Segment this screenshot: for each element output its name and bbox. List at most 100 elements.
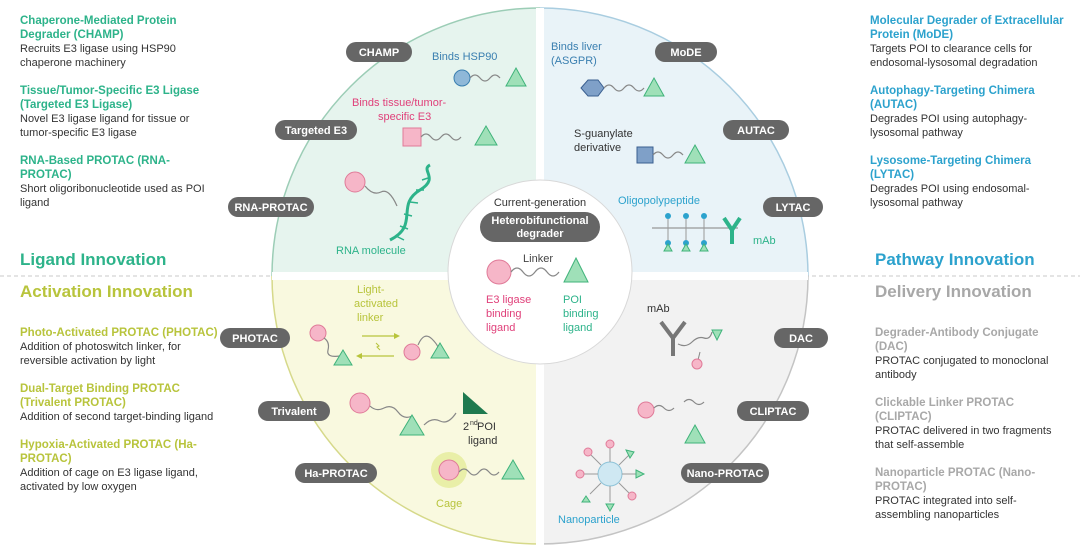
pill-trivalent[interactable]: Trivalent — [258, 401, 330, 421]
center-poi-ligand — [563, 256, 589, 283]
category-delivery: Delivery Innovation — [875, 282, 1032, 301]
svg-text:MoDE: MoDE — [670, 47, 701, 59]
entry-desc: Degrades POI using endosomal-lysosomal p… — [870, 183, 1030, 209]
center-linker-label: Linker — [523, 253, 553, 265]
center-poi-line3: ligand — [563, 322, 592, 334]
entry-desc: PROTAC conjugated to monoclonal antibody — [875, 355, 1049, 381]
label-light-2: activated — [354, 298, 398, 310]
autac-linker — [652, 151, 684, 159]
category-ligand: Ligand Innovation — [20, 250, 167, 269]
photac-e3-ligand-off — [309, 324, 327, 342]
svg-text:DAC: DAC — [789, 333, 813, 345]
s-guanylate-icon — [636, 146, 654, 164]
rna-linker — [364, 185, 398, 207]
label-poi2-sup: nd — [470, 420, 478, 427]
pill-lytac[interactable]: LYTAC — [763, 197, 823, 217]
svg-text:Targeted E3: Targeted E3 — [285, 125, 347, 137]
center-e3-line2: binding — [486, 308, 521, 320]
quadrant-activation — [271, 276, 540, 545]
label-oligopolypeptide: Oligopolypeptide — [618, 195, 700, 207]
pill-autac[interactable]: AUTAC — [723, 120, 789, 140]
pill-rna-protac[interactable]: RNA-PROTAC — [228, 197, 314, 217]
center-current-label: Current-generation — [494, 197, 586, 209]
cliptac-poi-ligand — [684, 423, 706, 444]
label-mab-top: mAb — [753, 235, 776, 247]
entry-desc: Recruits E3 ligase using HSP90 chaperone… — [20, 43, 176, 69]
cliptac-linker-1 — [653, 404, 675, 412]
svg-text:CHAMP: CHAMP — [359, 47, 399, 59]
cliptac-linker-2 — [683, 398, 705, 406]
category-pathway: Pathway Innovation — [875, 250, 1035, 269]
pill-targeted-e3[interactable]: Targeted E3 — [275, 120, 357, 140]
entry-title: Nanoparticle PROTAC (Nano-PROTAC) — [875, 467, 1036, 493]
targeted-e3-poi-ligand — [474, 125, 498, 146]
entry-desc: PROTAC delivered in two fragments that s… — [875, 425, 1052, 451]
cliptac-e3-ligand — [637, 401, 655, 419]
center-poi-line2: binding — [563, 308, 598, 320]
entry-title: Autophagy-Targeting Chimera (AUTAC) — [870, 85, 1035, 111]
entry-desc: Novel E3 ligase ligand for tissue or tum… — [20, 113, 190, 139]
label-binds-hsp90: Binds HSP90 — [432, 51, 497, 63]
antibody-icon — [659, 320, 687, 356]
label-nanoparticle: Nanoparticle — [558, 514, 620, 526]
entry-title: Dual-Target Binding PROTAC (Trivalent PR… — [20, 383, 180, 409]
dac-linker — [677, 331, 713, 347]
entry-targeted-e3: Tissue/Tumor-Specific E3 Ligase (Targete… — [20, 84, 220, 140]
champ-poi-ligand — [505, 66, 527, 87]
photac-poi-ligand-off — [333, 349, 353, 366]
label-light-3: linker — [357, 312, 384, 324]
entry-trivalent: Dual-Target Binding PROTAC (Trivalent PR… — [20, 382, 220, 424]
entry-photac: Photo-Activated PROTAC (PHOTAC) Addition… — [20, 326, 220, 368]
entry-title: Chaperone-Mediated Protein Degrader (CHA… — [20, 15, 177, 41]
entry-title: Clickable Linker PROTAC (CLIPTAC) — [875, 397, 1015, 423]
trivalent-poi-ligand — [399, 414, 425, 436]
pill-mode[interactable]: MoDE — [655, 42, 717, 62]
entry-desc: Targets POI to clearance cells for endos… — [870, 43, 1038, 69]
category-activation: Activation Innovation — [20, 282, 193, 301]
entry-desc: Degrades POI using autophagy-lysosomal p… — [870, 113, 1028, 139]
entry-rna-protac: RNA-Based PROTAC (RNA-PROTAC) Short olig… — [20, 154, 220, 210]
right-top-list: Molecular Degrader of Extracellular Prot… — [870, 14, 1070, 224]
svg-text:LYTAC: LYTAC — [776, 202, 811, 214]
svg-text:CLIPTAC: CLIPTAC — [750, 406, 797, 418]
entry-title: Degrader-Antibody Conjugate (DAC) — [875, 327, 1039, 353]
champ-linker — [469, 74, 501, 82]
entry-desc: PROTAC integrated into self-assembling n… — [875, 495, 1017, 521]
svg-text:PHOTAC: PHOTAC — [232, 333, 278, 345]
ha-e3-ligand — [438, 459, 460, 481]
entry-dac: Degrader-Antibody Conjugate (DAC) PROTAC… — [875, 326, 1065, 382]
svg-text:Trivalent: Trivalent — [271, 406, 317, 418]
pill-ha-protac[interactable]: Ha-PROTAC — [295, 463, 377, 483]
center-pill-line1: Heterobifunctional — [491, 215, 588, 227]
label-poi2-poi: POI — [477, 421, 496, 433]
label-binds-tissue-1: Binds tissue/tumor- — [352, 97, 446, 109]
pill-champ[interactable]: CHAMP — [346, 42, 412, 62]
label-mab-bottom: mAb — [647, 303, 670, 315]
entry-title: Lysosome-Targeting Chimera (LYTAC) — [870, 155, 1032, 181]
center-e3-line3: ligand — [486, 322, 515, 334]
entry-desc: Addition of second target-binding ligand — [20, 411, 214, 423]
entry-desc: Addition of cage on E3 ligase ligand, ac… — [20, 467, 198, 493]
pill-photac[interactable]: PHOTAC — [220, 328, 290, 348]
pill-nano-protac[interactable]: Nano-PROTAC — [681, 463, 769, 483]
pill-cliptac[interactable]: CLIPTAC — [737, 401, 809, 421]
pill-dac[interactable]: DAC — [774, 328, 828, 348]
label-s-guanylate-1: S-guanylate — [574, 128, 633, 140]
entry-title: Molecular Degrader of Extracellular Prot… — [870, 15, 1064, 41]
center-e3-ligand — [486, 259, 512, 285]
entry-mode: Molecular Degrader of Extracellular Prot… — [870, 14, 1070, 70]
center-e3-line1: E3 ligase — [486, 294, 531, 306]
entry-desc: Addition of photoswitch linker, for reve… — [20, 341, 181, 367]
label-cage: Cage — [436, 498, 462, 510]
entry-ha-protac: Hypoxia-Activated PROTAC (Ha-PROTAC) Add… — [20, 438, 220, 494]
svg-text:Nano-PROTAC: Nano-PROTAC — [687, 468, 764, 480]
svg-text:AUTAC: AUTAC — [737, 125, 775, 137]
rna-helix-icon — [389, 163, 431, 242]
photac-linker-off — [323, 337, 341, 357]
left-top-list: Chaperone-Mediated Protein Degrader (CHA… — [20, 14, 220, 224]
ha-linker — [458, 468, 500, 476]
dac-e3-ligand — [691, 358, 703, 370]
tissue-e3-ligand-icon — [402, 127, 422, 147]
label-binds-tissue-2: specific E3 — [378, 111, 431, 123]
second-poi-ligand-icon — [463, 392, 488, 414]
